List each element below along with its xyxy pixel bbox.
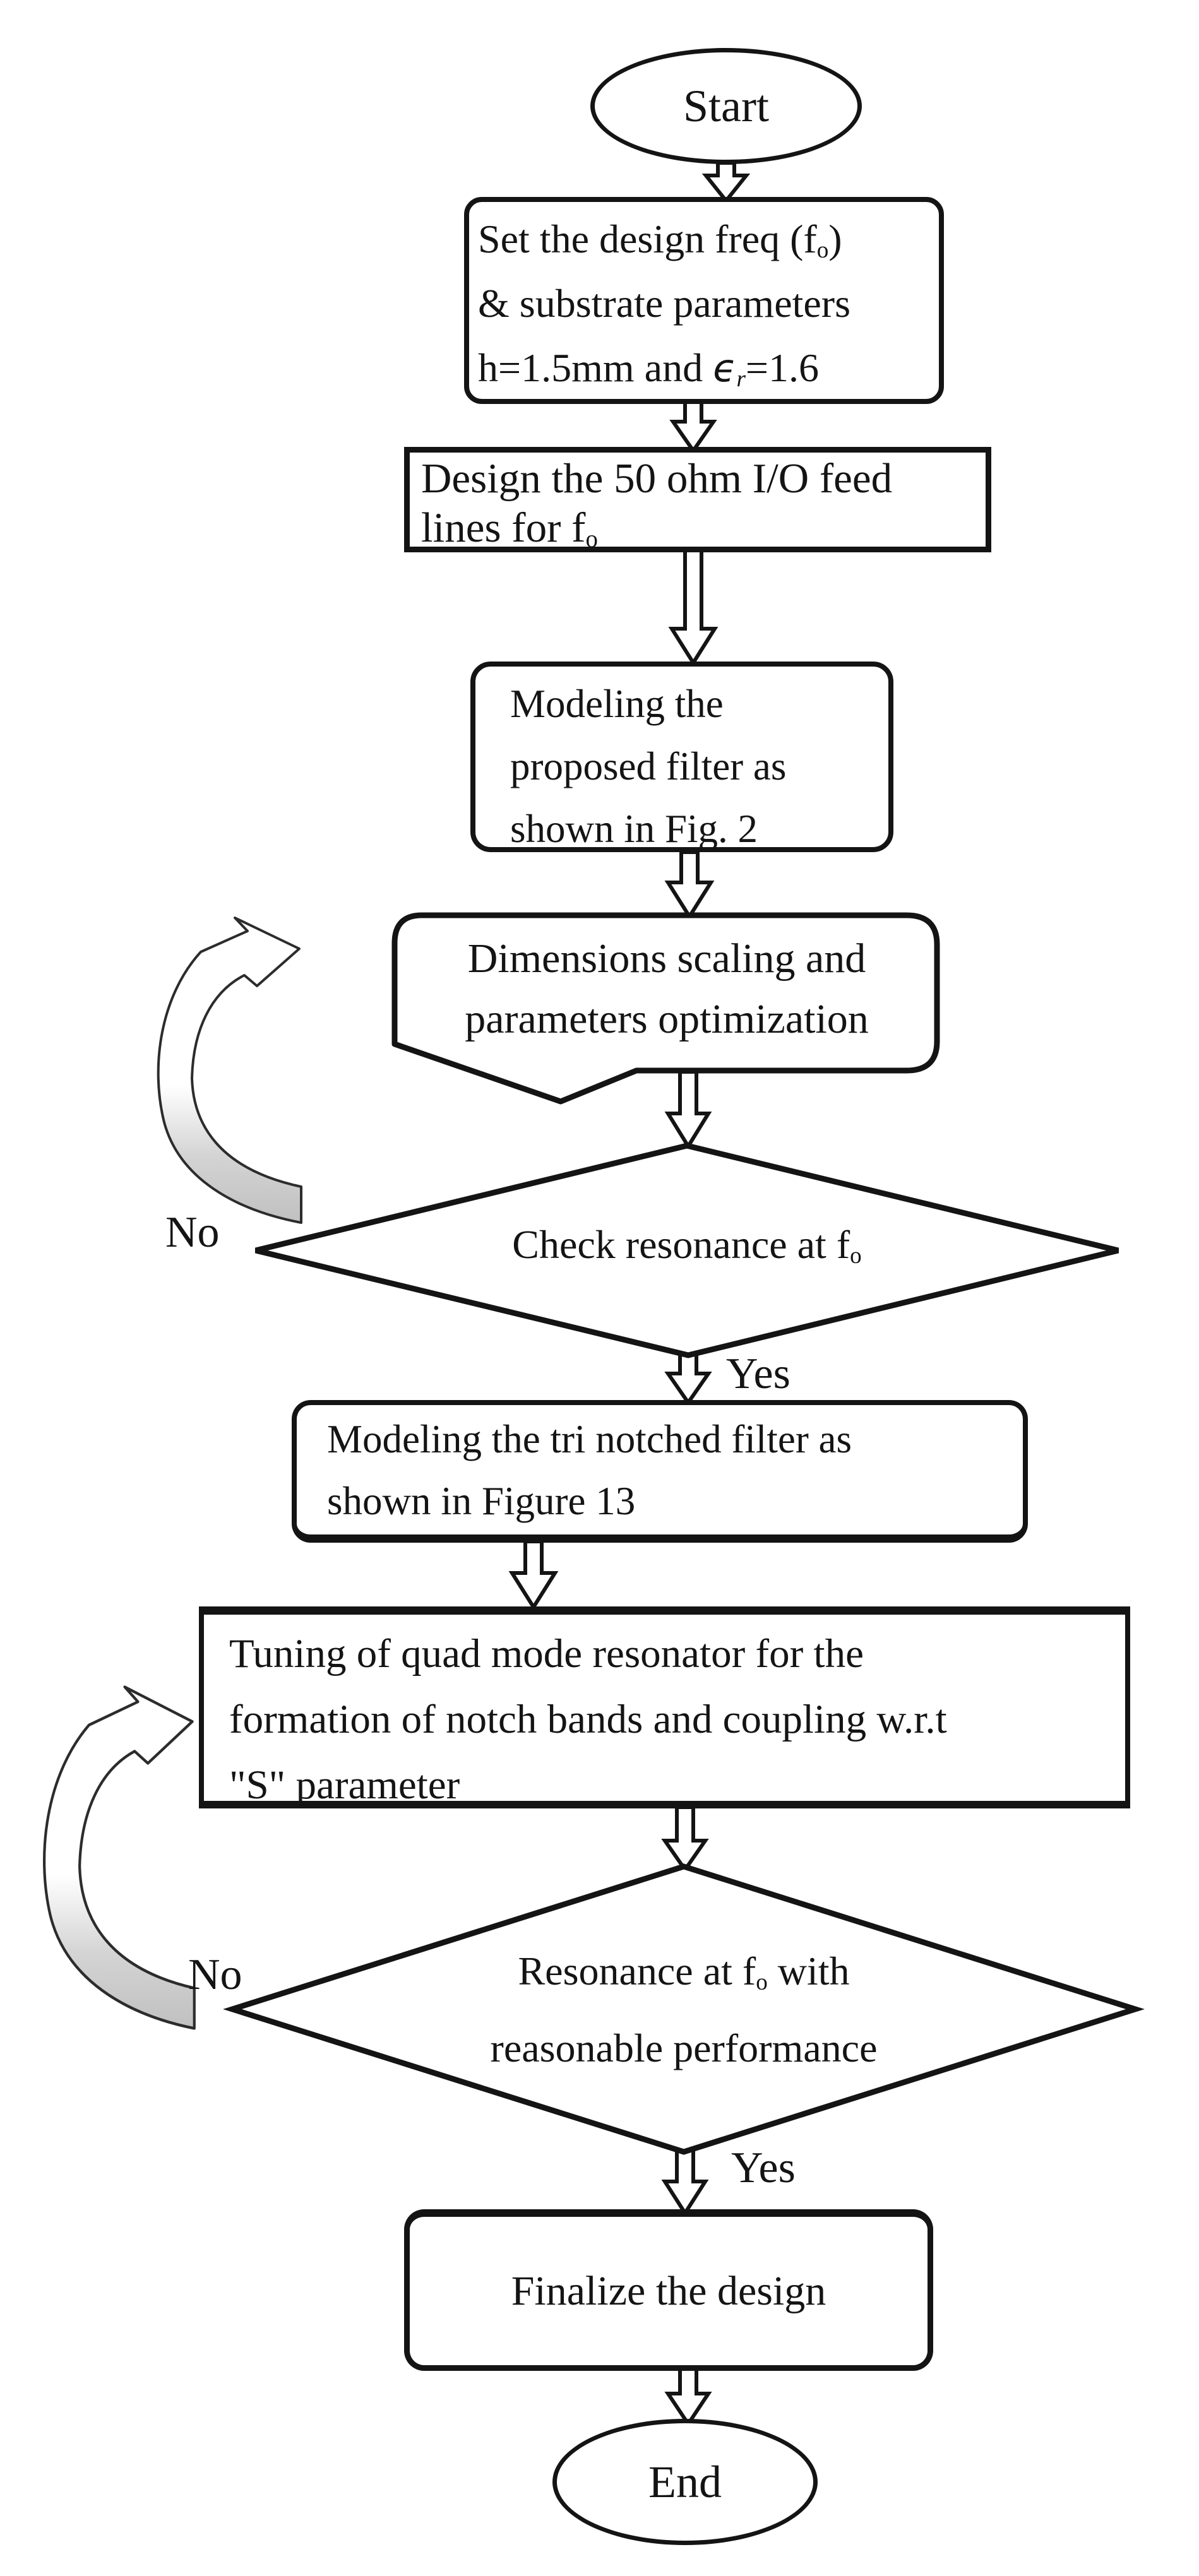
arrow-feed-to-model-proposed bbox=[668, 549, 719, 667]
arrow-finalize-to-end bbox=[664, 2367, 712, 2428]
terminator-start: Start bbox=[590, 48, 862, 164]
terminator-end: End bbox=[552, 2419, 818, 2545]
decision-diamond-resonance-performance bbox=[223, 1863, 1145, 2155]
decision-check-resonance-text: Check resonance at fo bbox=[512, 1222, 862, 1269]
edge-label-yes-1: Yes bbox=[726, 1350, 790, 1398]
decision-diamond-check-resonance bbox=[254, 1143, 1119, 1358]
loop-arrow-no-1 bbox=[157, 917, 302, 1224]
optimize-bubble-shape bbox=[391, 912, 940, 1105]
edge-label-yes-2: Yes bbox=[731, 2144, 796, 2192]
arrow-check-resonance-yes bbox=[664, 1352, 712, 1406]
process-set-parameters: Set the design freq (fo)& substrate para… bbox=[464, 197, 944, 404]
arrow-model-proposed-to-optimize bbox=[664, 850, 715, 920]
edge-label-no-1: No bbox=[165, 1208, 220, 1257]
loop-arrow-no-2 bbox=[43, 1685, 196, 2030]
arrow-resonance-check-yes bbox=[661, 2149, 709, 2217]
process-finalize-design: Finalize the design bbox=[404, 2209, 933, 2371]
arrow-model-tri-to-tuning bbox=[508, 1540, 559, 1611]
start-label: Start bbox=[683, 80, 769, 131]
arrow-tuning-to-resonance-check bbox=[661, 1805, 709, 1873]
arrow-optimize-to-check-resonance bbox=[664, 1070, 712, 1150]
edge-label-no-2: No bbox=[188, 1950, 242, 1999]
arrow-start-to-set-params bbox=[701, 161, 751, 204]
end-label: End bbox=[648, 2456, 722, 2507]
arrow-set-params-to-feed bbox=[669, 398, 717, 454]
